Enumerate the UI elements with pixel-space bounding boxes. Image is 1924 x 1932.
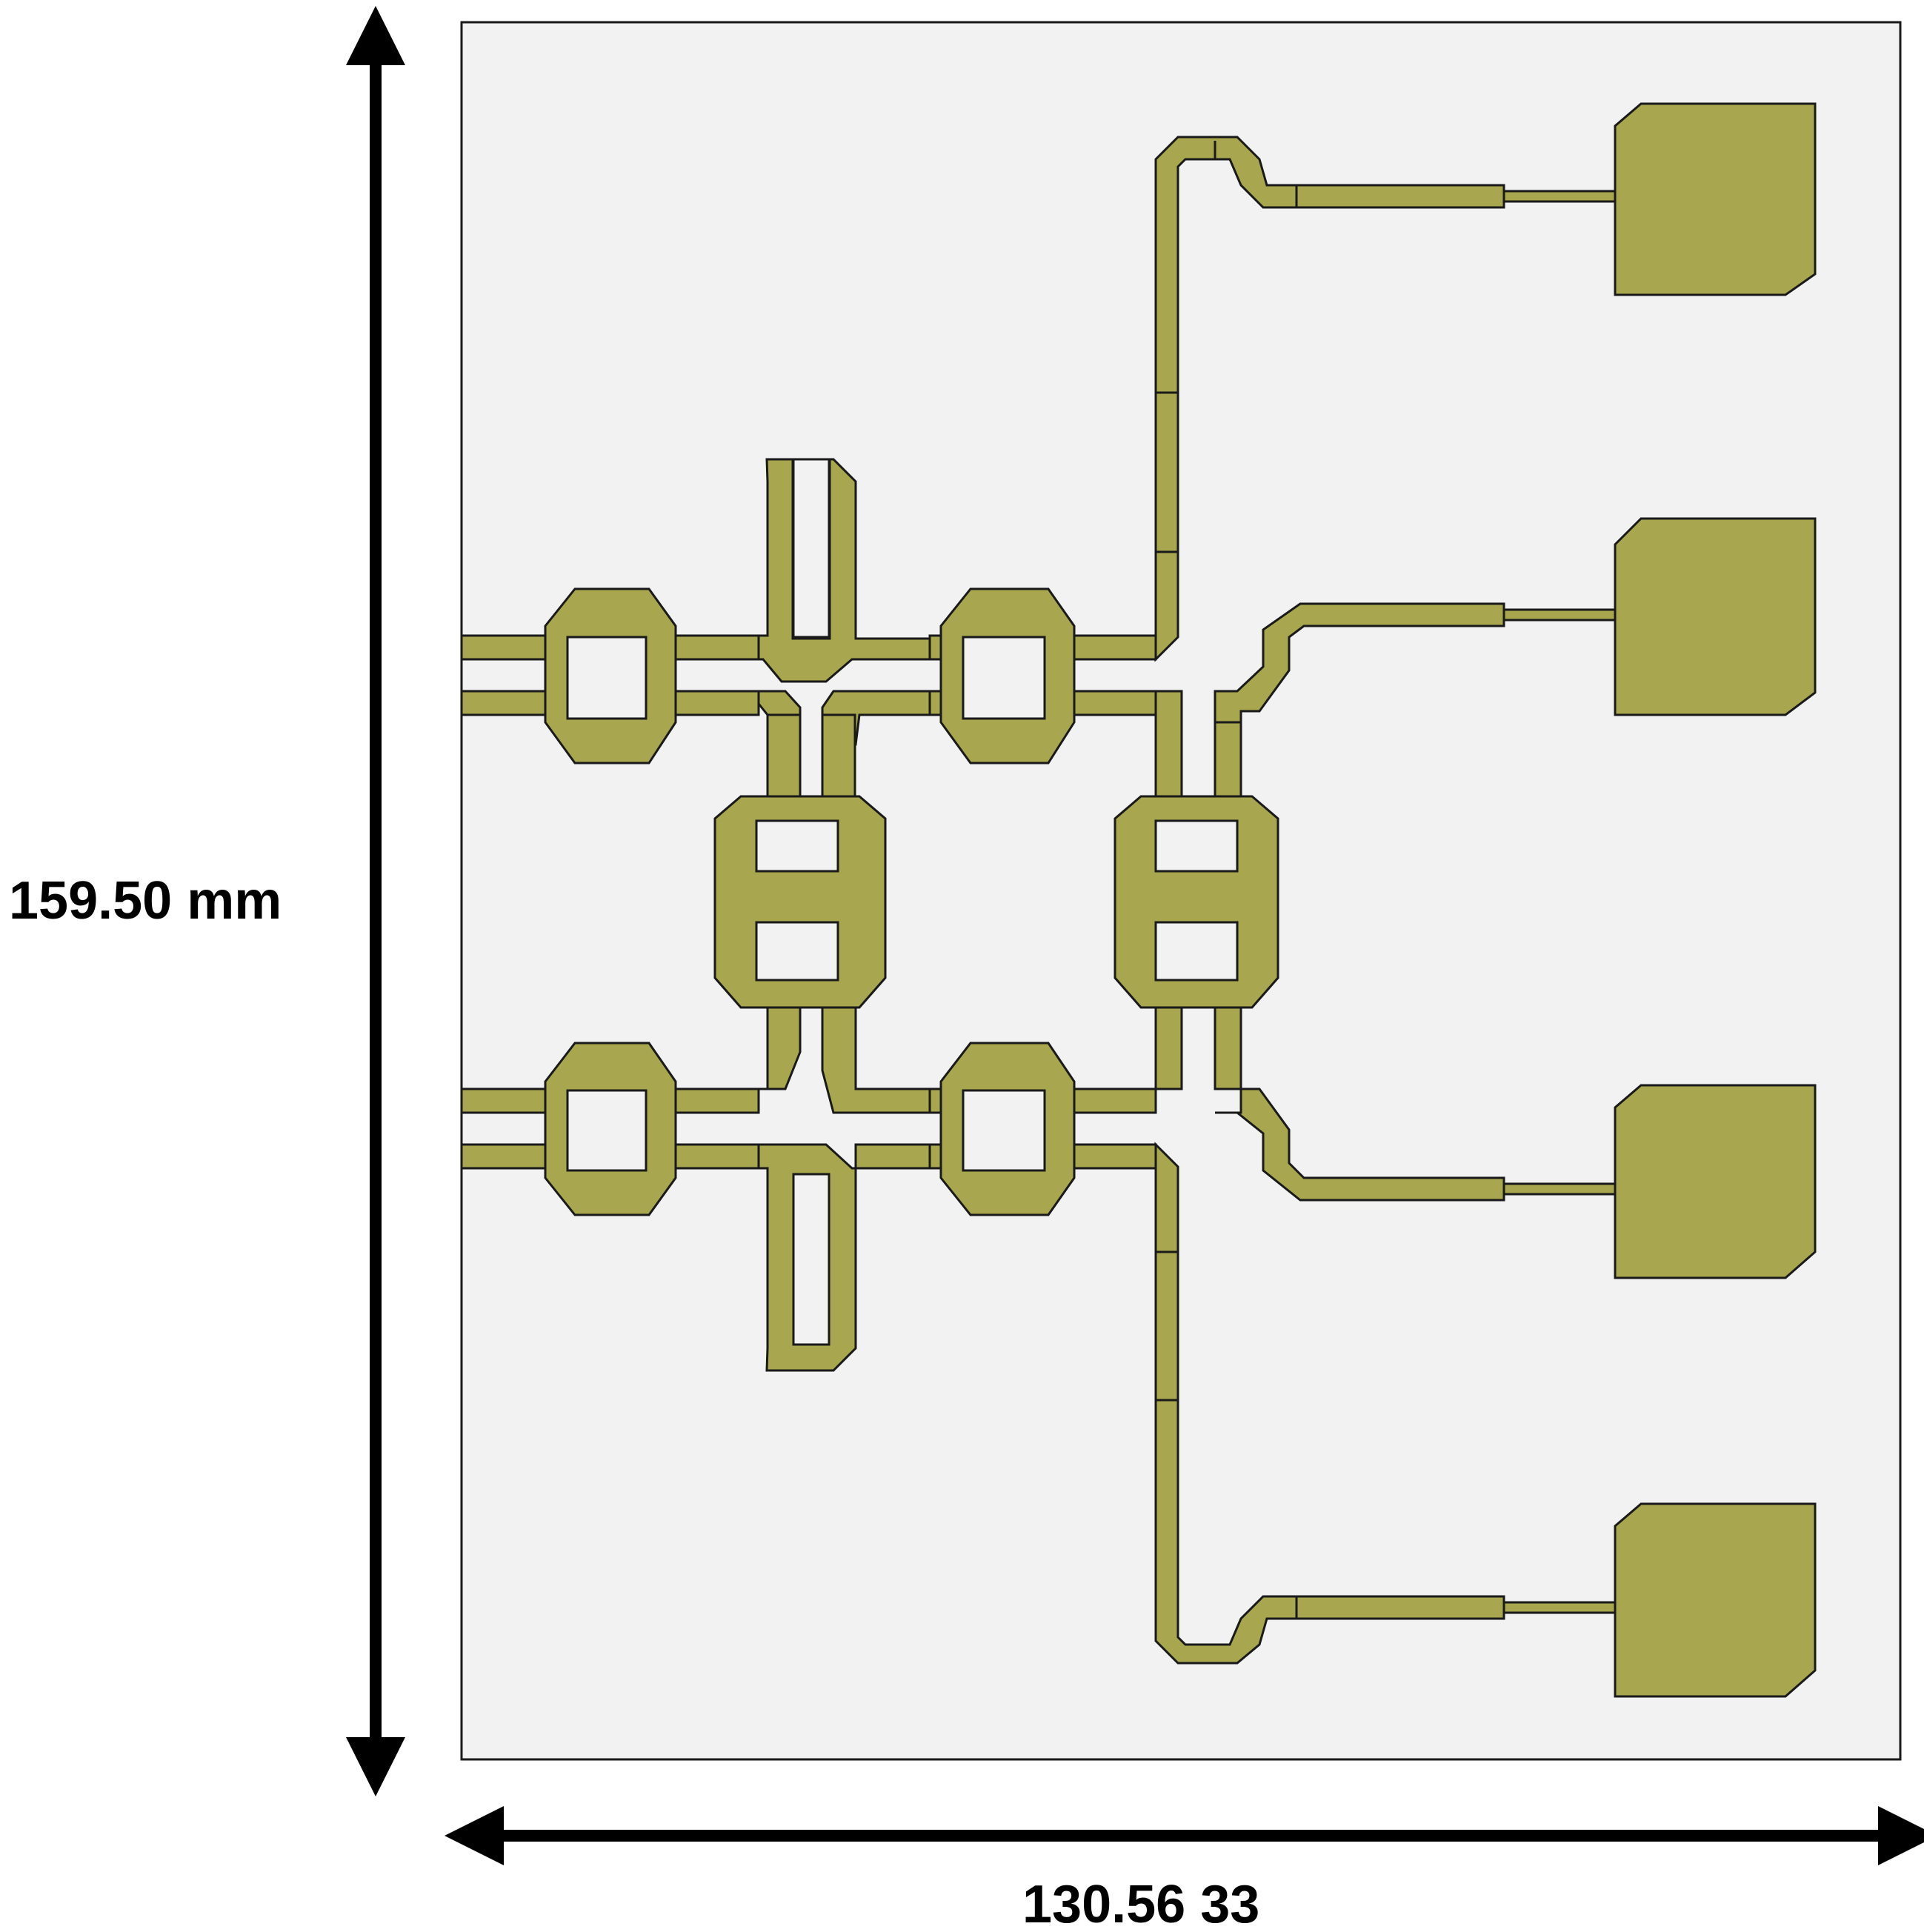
lower-coupler: [460, 1006, 1157, 1372]
patch-4: [1614, 1502, 1817, 1698]
height-dimension-label: 159.50 mm: [9, 871, 282, 930]
left-vertical-coupler: [713, 713, 887, 1009]
right-vertical-coupler: [1114, 690, 1279, 1090]
feed-line-2: [1214, 602, 1617, 724]
upper-coupler: [460, 458, 1157, 765]
patch-3: [1614, 1084, 1817, 1279]
patch-1: [1614, 102, 1817, 296]
feed-line-1: [1154, 136, 1617, 662]
feed-line-4: [1154, 1142, 1617, 1665]
width-dimension-label: 130.56 33: [1022, 1875, 1259, 1932]
patch-2: [1614, 517, 1817, 716]
